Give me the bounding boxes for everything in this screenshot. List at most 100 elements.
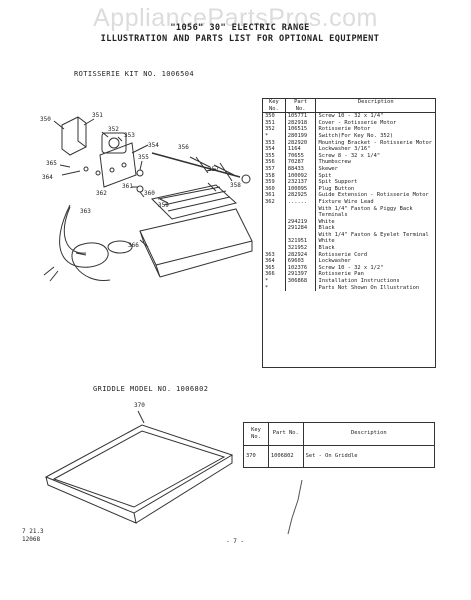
- desc-cell: Screw 8 - 32 x 1/4": [318, 152, 381, 159]
- table-row: With 1/4" Faston & Piggy Back Terminals: [263, 205, 435, 219]
- key-cell: 350: [263, 112, 286, 120]
- callout-361: 361: [122, 183, 133, 190]
- desc-cell: Plug Button: [318, 185, 355, 192]
- part-cell: 102376: [285, 264, 317, 272]
- pan-shape: [139, 208, 253, 266]
- callout-357: 357: [208, 166, 219, 173]
- part-cell: 291284: [285, 225, 317, 232]
- motor-shape: [101, 132, 127, 154]
- key-cell: 366: [263, 271, 286, 279]
- desc-cell: Rotisserie Cord: [318, 251, 368, 258]
- part-cell: [285, 284, 317, 292]
- table-row: 370 1006802 Set - On Griddle: [244, 445, 434, 467]
- part-cell: 294219: [285, 218, 317, 226]
- part-cell: 282925: [285, 192, 317, 199]
- cord-shape: [59, 204, 111, 281]
- part-cell: 106515: [285, 126, 317, 133]
- key-cell: *: [263, 284, 286, 292]
- key-cell: 359: [263, 179, 286, 186]
- desc-cell: Black: [318, 225, 335, 232]
- key-cell: 363: [263, 251, 286, 259]
- griddle-model-title: GRIDDLE MODEL NO. 1006802: [93, 385, 209, 393]
- callout-364: 364: [42, 174, 53, 181]
- part-cell: 88433: [285, 165, 317, 173]
- key-cell: [263, 231, 286, 239]
- key-cell: 357: [263, 165, 286, 173]
- part-cell: 321951: [285, 238, 317, 246]
- callout-353: 353: [124, 132, 135, 139]
- key-cell: 353: [263, 139, 286, 147]
- key-cell: [263, 218, 286, 226]
- part-cell: 1164: [285, 146, 317, 153]
- key-cell: 358: [263, 172, 286, 180]
- part-cell: 321952: [285, 245, 317, 252]
- rotisserie-kit-title: ROTISSERIE KIT NO. 1006504: [74, 70, 194, 78]
- col-header-key: Key No.: [263, 99, 286, 114]
- callout-363: 363: [80, 208, 91, 215]
- part-cell: 306868: [285, 278, 317, 285]
- desc-cell: Installation Instructions: [318, 278, 400, 285]
- part-cell: [285, 205, 317, 219]
- griddle-desc-cell: Set - On Griddle: [305, 452, 358, 459]
- desc-cell: Guide Extension - Rotisserie Motor: [318, 192, 429, 199]
- key-cell: 352: [263, 126, 286, 133]
- desc-cell: Mounting Bracket - Rotisserie Motor: [318, 139, 433, 146]
- key-cell: *: [263, 278, 286, 285]
- key-cell: [263, 238, 286, 246]
- part-cell: 282920: [285, 139, 317, 147]
- part-cell: [285, 231, 317, 239]
- table-row: With 1/4" Faston & Eyelet Terminal: [263, 231, 435, 239]
- callout-351: 351: [92, 112, 103, 119]
- spit-support-shape: [150, 184, 238, 220]
- key-cell: 356: [263, 159, 286, 166]
- callout-356: 356: [178, 144, 189, 151]
- desc-cell: Thumbscrew: [318, 159, 351, 166]
- key-cell: 364: [263, 258, 286, 265]
- page-number: - 7 -: [226, 538, 245, 545]
- key-cell: *: [263, 132, 286, 140]
- desc-cell: Black: [318, 245, 335, 252]
- part-cell: 282924: [285, 251, 317, 259]
- col-header-part: Part No.: [285, 99, 317, 114]
- key-cell: 354: [263, 146, 286, 153]
- part-cell: 280199: [285, 132, 317, 140]
- desc-cell: Rotisserie Motor: [318, 126, 371, 133]
- header-line-2: ILLUSTRATION AND PARTS LIST FOR OPTIONAL…: [100, 34, 380, 44]
- col-header-desc: Description: [315, 99, 435, 114]
- spit-shape: [151, 152, 241, 178]
- key-cell: [263, 205, 286, 219]
- key-cell: 360: [263, 185, 286, 193]
- header-line-1: "1056" 30" ELECTRIC RANGE: [170, 23, 310, 33]
- desc-cell: White: [318, 218, 335, 225]
- desc-cell: Spit: [318, 172, 332, 179]
- key-cell: [263, 225, 286, 232]
- griddle-parts-table: Key No. Part No. Description 370 1006802…: [243, 422, 435, 468]
- desc-cell: With 1/4" Faston & Eyelet Terminal: [318, 231, 429, 238]
- desc-cell: Lockwasher 3/16": [318, 146, 371, 153]
- callout-359: 359: [158, 202, 169, 209]
- page-header: "1056" 30" ELECTRIC RANGE ILLUSTRATION A…: [60, 23, 420, 45]
- key-cell: 351: [263, 119, 286, 127]
- part-cell: 282918: [285, 119, 317, 127]
- motor-cover-shape: [61, 116, 87, 156]
- bracket-shape: [99, 142, 137, 188]
- table-row: 362......Fixture Wire Lead: [263, 198, 435, 206]
- key-cell: 365: [263, 264, 286, 272]
- desc-cell: Lockwasher: [318, 258, 351, 265]
- callout-355: 355: [138, 154, 149, 161]
- griddle-key-cell: 370: [244, 445, 269, 467]
- desc-cell: Switch(For Key No. 352): [318, 132, 394, 139]
- griddle-shape: [44, 424, 234, 514]
- desc-cell: Screw 10 - 32 x 1/2": [318, 264, 384, 271]
